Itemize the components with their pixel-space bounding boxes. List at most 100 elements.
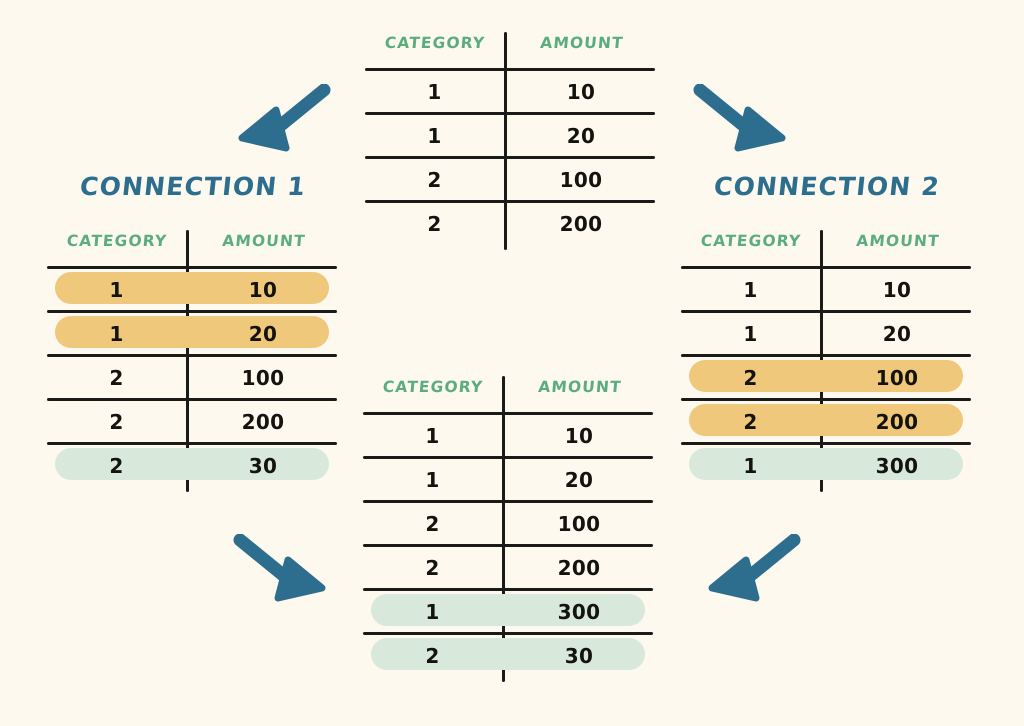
merged-table-row-rule [363,544,653,547]
connection-1-header-row: CATEGORY AMOUNT [47,226,339,266]
cell-amount: 100 [241,365,285,390]
connection-2-row-rule [681,266,971,269]
cell-category: 1 [743,277,758,302]
arrow-source-to-connection1 [238,84,331,152]
connection-2-row-rule [681,442,971,445]
cell-category: 1 [109,277,124,302]
arrow-connection1-to-merged [233,534,326,602]
cell-amount: 10 [566,79,596,104]
cell-amount: 30 [248,453,278,478]
merged-table-row-rule [363,632,653,635]
table-row[interactable]: 1 10 [681,269,971,310]
connection-1-header-amount: AMOUNT [221,232,307,250]
cell-amount: 20 [564,467,594,492]
cell-category: 2 [109,409,124,434]
merged-table-column-divider [502,376,505,682]
cell-amount: 20 [882,321,912,346]
cell-amount: 10 [564,423,594,448]
cell-category: 1 [743,321,758,346]
cell-amount: 200 [559,211,603,236]
merged-table-header-amount: AMOUNT [537,378,623,396]
table-row[interactable]: 2 100 [681,357,971,398]
table-row[interactable]: 1 10 [47,269,337,310]
source-table-header-row: CATEGORY AMOUNT [365,28,657,68]
source-table-row-rule [365,200,655,203]
connection-2-row-rule [681,398,971,401]
merged-table-header-row: CATEGORY AMOUNT [363,372,655,412]
connection-1-column-divider [186,230,189,492]
cell-amount: 200 [557,555,601,580]
table-row[interactable]: 1 10 [363,415,653,456]
cell-category: 1 [427,79,442,104]
connection-2-header-amount: AMOUNT [855,232,941,250]
cell-amount: 20 [248,321,278,346]
table-row[interactable]: 2 200 [681,401,971,442]
arrow-connection2-to-merged [708,534,801,602]
cell-category: 2 [743,409,758,434]
row-highlight-orange [55,272,329,304]
cell-category: 2 [427,167,442,192]
cell-category: 2 [427,211,442,236]
merged-table-row-rule [363,412,653,415]
row-highlight-green [371,594,645,626]
table-row[interactable]: 2 200 [365,203,655,244]
connection-2-row-rule [681,310,971,313]
table-row[interactable]: 2 30 [47,445,337,486]
cell-amount: 10 [882,277,912,302]
cell-amount: 200 [875,409,919,434]
row-highlight-green [689,448,963,480]
connection-1-row-rule [47,266,337,269]
merged-table-row-rule [363,500,653,503]
table-row[interactable]: 1 20 [681,313,971,354]
cell-amount: 20 [566,123,596,148]
cell-category: 1 [743,453,758,478]
cell-amount: 100 [875,365,919,390]
cell-category: 2 [425,643,440,668]
connection-1-row-rule [47,354,337,357]
connection-2-header-category: CATEGORY [700,232,802,250]
merged-table-row-rule [363,588,653,591]
connection-2-header-row: CATEGORY AMOUNT [681,226,973,266]
row-highlight-green [371,638,645,670]
cell-category: 1 [427,123,442,148]
cell-category: 2 [109,365,124,390]
source-table-header-category: CATEGORY [384,34,486,52]
table-row[interactable]: 1 20 [365,115,655,156]
source-table-row-rule [365,156,655,159]
cell-category: 2 [109,453,124,478]
connection-2-title: CONNECTION 2 [712,172,942,201]
cell-amount: 300 [557,599,601,624]
connection-2-row-rule [681,354,971,357]
connection-1-row-rule [47,310,337,313]
cell-category: 1 [425,423,440,448]
cell-category: 2 [425,555,440,580]
cell-category: 2 [743,365,758,390]
cell-amount: 10 [248,277,278,302]
source-table-row-rule [365,68,655,71]
table-row[interactable]: 2 100 [47,357,337,398]
row-highlight-orange [689,404,963,436]
table-row[interactable]: 2 200 [363,547,653,588]
merged-table-header-category: CATEGORY [382,378,484,396]
row-highlight-green [55,448,329,480]
table-row[interactable]: 1 10 [365,71,655,112]
connection-1-row-rule [47,442,337,445]
cell-amount: 100 [557,511,601,536]
